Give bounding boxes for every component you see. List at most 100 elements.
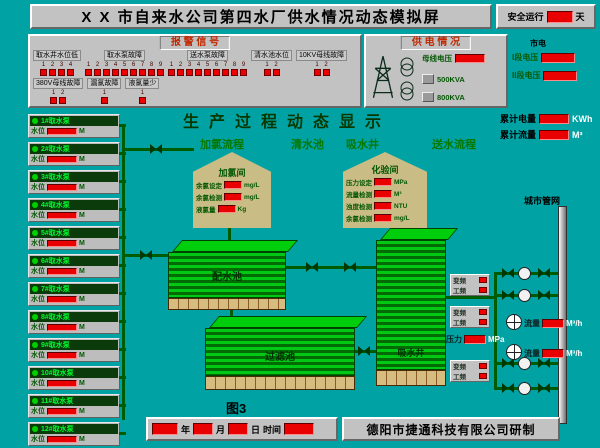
flow-meter-icon xyxy=(506,314,522,330)
bus-voltage-display xyxy=(455,54,485,63)
alarm-group: 液氯量少 1 xyxy=(125,78,160,104)
status-led xyxy=(479,319,487,325)
pump-name: 6#取水泵 xyxy=(41,257,70,265)
tank-brick-base xyxy=(168,298,286,310)
transformer-icon xyxy=(400,57,414,77)
pump-icon xyxy=(31,145,39,153)
transformer-box-icon xyxy=(422,74,434,84)
alarm-indicator-number: 1 xyxy=(169,62,174,68)
alarm-indicator-led xyxy=(103,69,110,76)
water-level-label: 水位 xyxy=(31,212,45,219)
alarm-indicator-number: 2 xyxy=(324,62,328,68)
alarm-indicator: 3 xyxy=(58,62,65,76)
section1-voltage-row: I段电压 xyxy=(512,52,576,63)
row-unit: Kg xyxy=(237,205,247,213)
tank-filter-pool: 过滤池 xyxy=(205,316,368,394)
row-unit: NTU xyxy=(394,202,408,210)
pump-icon xyxy=(31,117,39,125)
water-level-unit: M xyxy=(79,155,85,163)
status-row: 工频 xyxy=(453,317,487,327)
pressure-unit: MPa xyxy=(488,335,505,344)
water-level-row: 水位 M xyxy=(30,322,118,332)
alarm-indicator-led xyxy=(313,69,321,76)
intake-pump-unit: 9#取水泵 水位 M xyxy=(28,338,126,362)
tank-front-face xyxy=(376,240,446,370)
pipe-stub xyxy=(119,124,126,127)
pump-name: 4#取水泵 xyxy=(41,201,70,209)
row-label: 流量检测 xyxy=(346,192,372,199)
water-level-label: 水位 xyxy=(31,184,45,191)
section2-voltage-label: II段电压 xyxy=(512,71,541,80)
pipe-stub xyxy=(119,208,126,211)
row-label: 余氯检测 xyxy=(346,216,372,223)
alarm-indicator: 5 xyxy=(204,62,211,76)
pump-name-plate: 9#取水泵 xyxy=(30,340,118,350)
row-display xyxy=(224,181,242,189)
pipe-stub xyxy=(119,348,126,351)
section-label-delivery: 送水流程 xyxy=(432,139,476,151)
section1-voltage-label: I段电压 xyxy=(512,53,539,62)
water-level-display xyxy=(47,323,77,331)
lab-room: 化验间 压力设定 MPa 流量检测 M³ 浊度检测 NTU 余氯检测 mg/L xyxy=(343,152,427,228)
safety-label: 安全运行 xyxy=(507,12,544,22)
alarm-indicator-led xyxy=(195,69,202,76)
alarm-indicators: 1 xyxy=(138,90,146,104)
day-display xyxy=(228,423,249,435)
pump-icon xyxy=(31,173,39,181)
pump-name-plate: 6#取水泵 xyxy=(30,256,118,266)
row-label: 液氯量 xyxy=(196,207,216,214)
pump-name-plate: 4#取水泵 xyxy=(30,200,118,210)
water-level-label: 水位 xyxy=(31,128,45,135)
alarm-group-label: 清水池水位 xyxy=(251,50,292,61)
alarm-indicator-led xyxy=(100,97,108,104)
water-level-unit: M xyxy=(79,239,85,247)
alarm-indicator-led xyxy=(231,69,238,76)
section2-voltage-row: II段电压 xyxy=(512,70,578,81)
safety-unit: 天 xyxy=(575,12,585,22)
transformer-icon xyxy=(400,81,414,101)
status-row: 工频 xyxy=(453,371,487,381)
pump-name-plate: 11#取水泵 xyxy=(30,396,118,406)
lab-room-row: 余氯检测 mg/L xyxy=(343,212,427,224)
alarm-indicator-number: 1 xyxy=(102,90,107,96)
alarm-group: 漏氯故障 1 xyxy=(87,78,122,104)
flow-label: 流量 xyxy=(524,349,540,358)
delivery-pump-icon xyxy=(518,382,531,395)
month-label: 月 xyxy=(216,424,226,435)
tank-brick-base xyxy=(205,376,355,390)
row-display xyxy=(224,193,242,201)
pressure-label: 压力 xyxy=(446,335,462,344)
pump-icon xyxy=(31,369,39,377)
intake-pump-unit: 11#取水泵 水位 M xyxy=(28,394,126,418)
flow-display-row: 流量 M³/h xyxy=(524,348,582,359)
pump-name: 11#取水泵 xyxy=(41,397,74,405)
alarm-indicator: 2 xyxy=(322,62,330,76)
transformer1-label: 500KVA xyxy=(437,74,465,84)
alarm-indicator-led xyxy=(50,97,58,104)
alarm-indicator-number: 3 xyxy=(187,62,192,68)
pump-icon xyxy=(31,313,39,321)
pump-icon xyxy=(31,341,39,349)
alarm-indicator: 2 xyxy=(49,62,56,76)
pipe-stub xyxy=(119,404,126,407)
total-flow-label: 累计流量 xyxy=(500,130,537,140)
pipe-stub xyxy=(119,152,126,155)
pump-name: 9#取水泵 xyxy=(41,341,70,349)
pump-icon xyxy=(31,201,39,209)
power-panel-title: 供 电 情 况 xyxy=(400,36,472,50)
pipe-stub xyxy=(119,180,126,183)
alarm-indicator-led xyxy=(58,69,65,76)
alarm-indicator-led xyxy=(157,69,164,76)
valve-icon xyxy=(306,262,318,273)
total-energy-display xyxy=(539,113,570,124)
pump-name-plate: 1#取水泵 xyxy=(30,116,118,126)
alarm-indicator-led xyxy=(177,69,184,76)
section-label-suction-well: 吸水井 xyxy=(346,139,379,151)
tank1-outlet-pipe xyxy=(286,266,376,269)
alarm-indicator-number: 2 xyxy=(61,90,65,96)
water-level-unit: M xyxy=(79,295,85,303)
alarm-indicator-number: 4 xyxy=(68,62,73,68)
